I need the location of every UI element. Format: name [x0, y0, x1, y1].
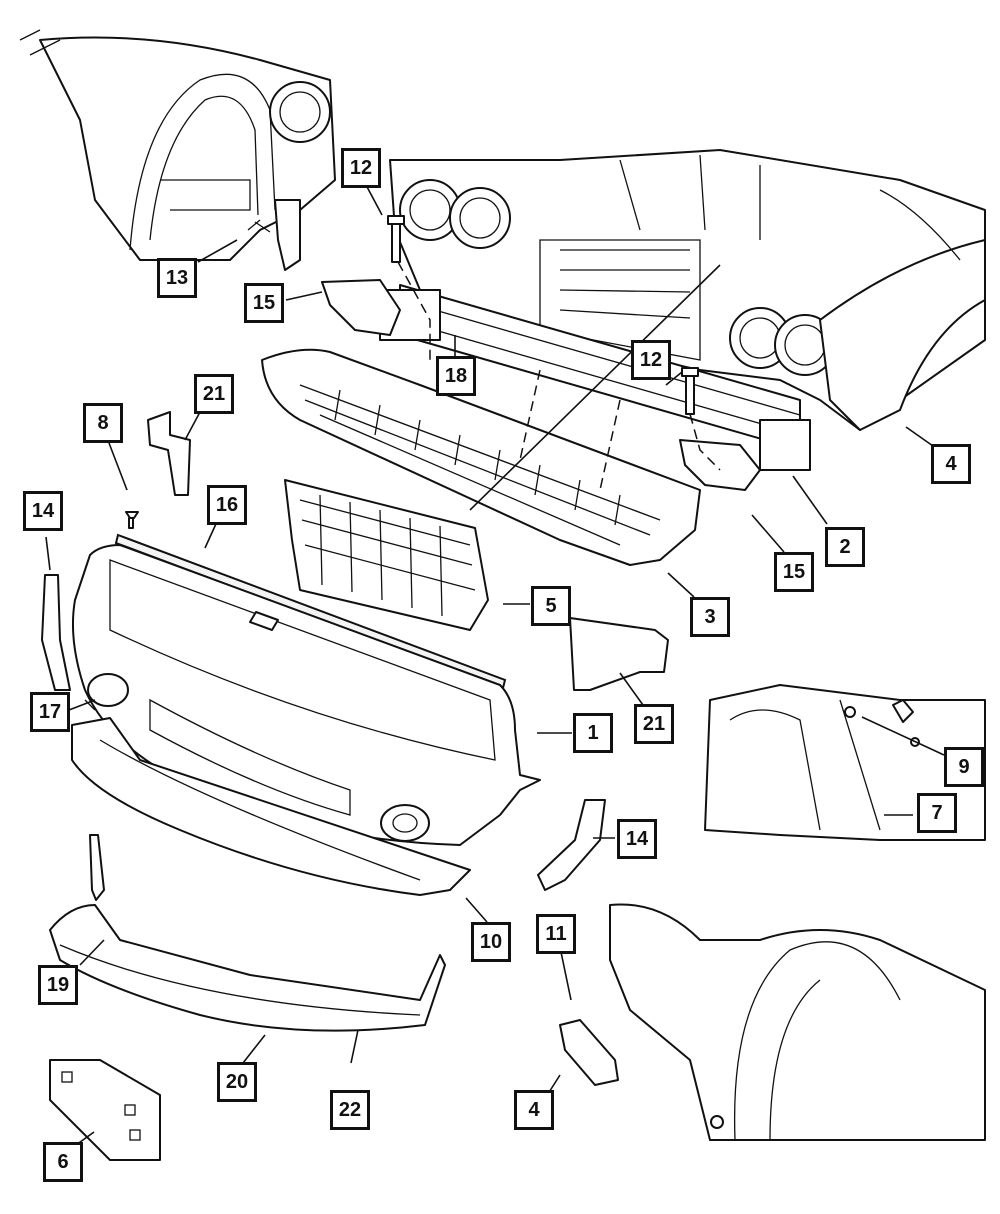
bolt-12-right: [681, 367, 699, 415]
leader-22: [350, 1029, 359, 1064]
callout-12-top: 12: [341, 148, 381, 188]
bracket-11: [559, 1019, 619, 1086]
callout-8: 8: [83, 403, 123, 443]
wheel-flare-14-left: [41, 574, 71, 691]
bolt-12-left: [387, 215, 405, 263]
leader-21b: [619, 672, 644, 706]
callout-14-left: 14: [23, 491, 63, 531]
callout-15-right: 15: [774, 552, 814, 592]
push-pin-8: [125, 511, 139, 529]
leader-14a: [45, 536, 51, 571]
assembly-line: [689, 413, 721, 471]
callout-5: 5: [531, 586, 571, 626]
wheel-flare-14-right: [537, 799, 606, 891]
fender-inset-top-left: [19, 29, 336, 271]
callout-3: 3: [690, 597, 730, 637]
callout-16: 16: [207, 485, 247, 525]
callout-15-top: 15: [244, 283, 284, 323]
front-structure-top-right: [389, 149, 986, 431]
callout-20: 20: [217, 1062, 257, 1102]
callout-17: 17: [30, 692, 70, 732]
lower-valance: [49, 904, 446, 1032]
callout-4-bottom: 4: [514, 1090, 554, 1130]
fog-lamp-17: [84, 699, 96, 711]
callout-11: 11: [536, 914, 576, 954]
assembly-line: [469, 264, 721, 511]
callout-9: 9: [944, 747, 984, 787]
bracket-15-left: [321, 279, 401, 336]
bracket-21-left: [147, 411, 191, 496]
callout-10: 10: [471, 922, 511, 962]
leader-17: [68, 699, 96, 711]
leader-12b: [665, 371, 683, 386]
callout-2: 2: [825, 527, 865, 567]
callout-12-middle: 12: [631, 340, 671, 380]
license-plate-bracket: [49, 1059, 161, 1161]
leader-12a: [365, 184, 383, 216]
leader-13: [197, 239, 238, 263]
grille-air-duct: [284, 479, 489, 631]
bracket-15-right: [679, 439, 761, 491]
callout-21-top: 21: [194, 374, 234, 414]
callout-22: 22: [330, 1090, 370, 1130]
leader-20: [242, 1034, 266, 1064]
callout-6: 6: [43, 1142, 83, 1182]
callout-19: 19: [38, 965, 78, 1005]
leader-15a: [285, 291, 323, 301]
leader-19: [79, 939, 105, 966]
leader-11: [560, 951, 572, 1001]
assembly-line: [397, 261, 431, 360]
wheel-housing-inset-bottom-right: [609, 903, 986, 1141]
callout-1: 1: [573, 713, 613, 753]
leader-9: [861, 716, 945, 756]
bracket-21-right: [569, 617, 669, 691]
side-bracket-19: [89, 834, 105, 901]
lower-spoiler: [71, 717, 471, 896]
callout-21-middle: 21: [634, 704, 674, 744]
callout-4-top: 4: [931, 444, 971, 484]
leader-21a: [184, 411, 201, 441]
callout-13: 13: [157, 258, 197, 298]
leader-2: [792, 475, 828, 525]
callout-18: 18: [436, 356, 476, 396]
leader-15b: [751, 514, 785, 553]
leader-3: [667, 572, 695, 598]
callout-14-right: 14: [617, 819, 657, 859]
leader-10: [465, 897, 488, 923]
leader-4a: [905, 426, 934, 447]
energy-absorber: [261, 348, 701, 566]
callout-7: 7: [917, 793, 957, 833]
leader-8: [108, 442, 128, 491]
